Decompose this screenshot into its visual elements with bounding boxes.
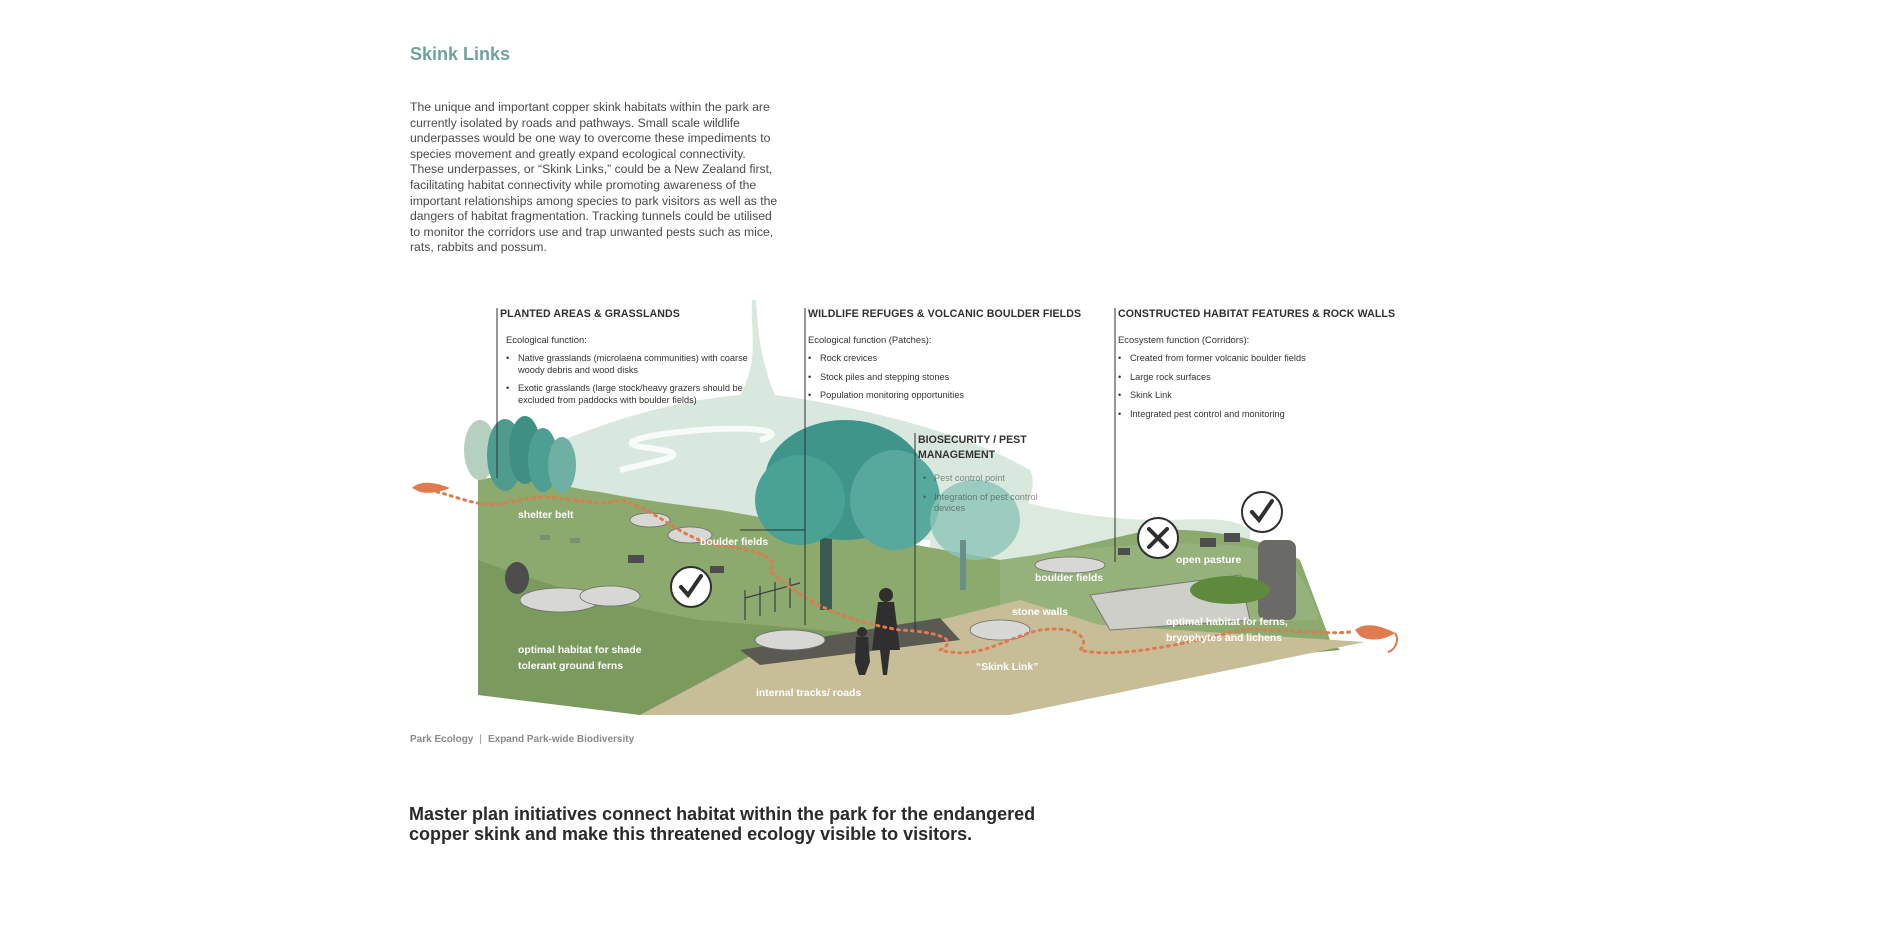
fence — [744, 578, 801, 620]
list-item: Pest control point — [923, 473, 1058, 484]
function-list: Rock crevices Stock piles and stepping s… — [808, 353, 1098, 402]
skink-movement-path — [428, 488, 1352, 655]
column-constructed-habitat: CONSTRUCTED HABITAT FEATURES & ROCK WALL… — [1118, 308, 1408, 427]
check-icon-right — [1241, 491, 1283, 533]
list-item: Created from former volcanic boulder fie… — [1118, 353, 1408, 365]
cross-icon — [1137, 517, 1179, 559]
label-shelter-belt: shelter belt — [518, 510, 574, 521]
list-item: Skink Link — [1118, 390, 1408, 402]
skink-right-icon — [1355, 625, 1398, 653]
rock-wall — [1089, 540, 1296, 631]
column-planted-areas: PLANTED AREAS & GRASSLANDS Ecological fu… — [500, 308, 760, 413]
list-item: Native grasslands (microlaena communitie… — [506, 353, 760, 376]
caption-separator: | — [479, 734, 482, 745]
function-label: Ecological function (Patches): — [808, 334, 932, 345]
label-boulder-fields-left: boulder fields — [700, 537, 769, 548]
page-title: Skink Links — [410, 44, 511, 64]
function-list: Created from former volcanic boulder fie… — [1118, 353, 1408, 420]
label-internal-tracks: internal tracks/ roads — [756, 688, 862, 699]
list-item: Stock piles and stepping stones — [808, 372, 1098, 384]
label-optimal-shade-ferns: optimal habitat for shade tolerant groun… — [518, 645, 642, 672]
list-item: Integration of pest control devices — [923, 492, 1058, 514]
check-icon-left — [670, 566, 712, 608]
livestock — [505, 533, 1240, 594]
function-label: Ecosystem function (Corridors): — [1118, 334, 1250, 345]
column-heading: PLANTED AREAS & GRASSLANDS — [500, 308, 680, 320]
list-item: Population monitoring opportunities — [808, 390, 1098, 402]
column-wildlife-refuges: WILDLIFE REFUGES & VOLCANIC BOULDER FIEL… — [808, 308, 1098, 409]
label-open-pasture: open pasture — [1176, 555, 1242, 566]
function-label: Ecological function: — [506, 334, 587, 345]
column-heading: CONSTRUCTED HABITAT FEATURES & ROCK WALL… — [1118, 308, 1396, 320]
summary-statement: Master plan initiatives connect habitat … — [409, 804, 1036, 844]
list-item: Exotic grasslands (large stock/heavy gra… — [506, 383, 760, 406]
skink-left-icon — [405, 478, 450, 498]
label-stone-walls: stone walls — [1012, 607, 1069, 618]
winding-path-hill — [619, 425, 775, 473]
column-heading: WILDLIFE REFUGES & VOLCANIC BOULDER FIEL… — [808, 308, 1082, 320]
function-list: Native grasslands (microlaena communitie… — [500, 353, 760, 406]
biosecurity-list: Pest control point Integration of pest c… — [918, 473, 1058, 514]
visitors-silhouette — [855, 588, 900, 675]
label-boulder-fields-right: boulder fields — [1035, 573, 1104, 584]
label-optimal-ferns-lichens: optimal habitat for ferns, bryophytes an… — [1166, 617, 1288, 644]
biosecurity-panel: BIOSECURITY / PEST MANAGEMENT Pest contr… — [918, 433, 1058, 522]
figure-caption: Park Ecology | Expand Park-wide Biodiversi… — [410, 734, 634, 745]
shelter-belt-trees — [464, 416, 576, 493]
list-item: Integrated pest control and monitoring — [1118, 409, 1408, 421]
intro-paragraph: The unique and important copper skink ha… — [410, 100, 778, 255]
road-surface — [640, 600, 1365, 715]
leader-lines — [496, 308, 1116, 632]
list-item: Rock crevices — [808, 353, 1098, 365]
caption-right: Expand Park-wide Biodiversity — [487, 734, 635, 745]
label-skink-link: “Skink Link” — [976, 662, 1039, 673]
caption-left: Park Ecology — [410, 734, 474, 745]
intro-text: The unique and important copper skink ha… — [410, 100, 780, 256]
list-item: Large rock surfaces — [1118, 372, 1408, 384]
biosecurity-heading: BIOSECURITY / PEST MANAGEMENT — [918, 434, 1027, 461]
